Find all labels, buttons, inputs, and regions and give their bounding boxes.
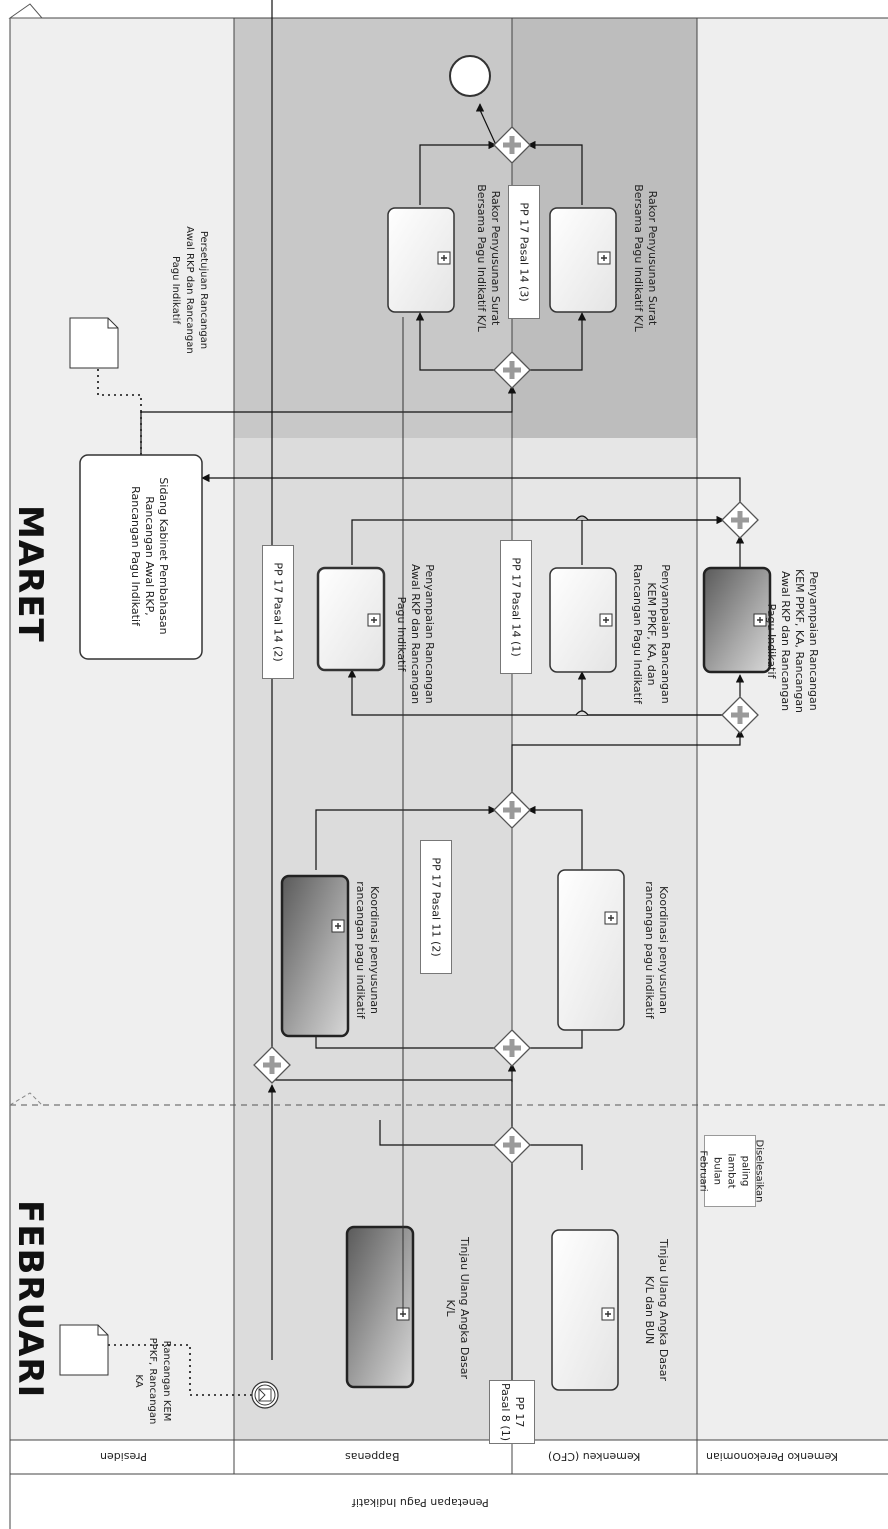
task-label-penyampaian-kemenko: Penyampaian Rancangan KEM PPKF, KA, Ranc… [765, 568, 820, 714]
task-penyampaian-bappenas[interactable] [316, 566, 386, 672]
data-object-persetujuan [69, 317, 119, 369]
task-label-koordinasi-bappenas: Koordinasi penyusunan rancangan pagu ind… [354, 881, 381, 1019]
task-label-rakor-kemenkeu: Rakor Penyusunan Surat Bersama Pagu Indi… [632, 184, 659, 332]
artifact-rancangan-label: Rancangan KEM PPKF, Rancangan KA [133, 1337, 172, 1425]
lane-kemenko-bg [697, 18, 888, 1440]
task-rakor-bappenas[interactable] [387, 207, 455, 313]
task-penyampaian-kemenko[interactable] [702, 566, 772, 674]
task-label-rakor-bappenas: Rakor Penyusunan Surat Bersama Pagu Indi… [475, 184, 502, 332]
artifact-persetujuan-label: Persetujuan Rancangan Awal RKP dan Ranca… [170, 226, 209, 354]
task-tinjau-kl-bun[interactable] [551, 1229, 619, 1391]
lane-label-kemenko: Kemenko Perekonomian [706, 1450, 839, 1463]
parallel-gateways [253, 126, 759, 1164]
data-object-rancangan [59, 1324, 109, 1376]
task-label-koordinasi-kemenkeu: Koordinasi penyusunan rancangan pagu ind… [643, 881, 670, 1019]
task-koordinasi-kemenkeu[interactable] [557, 869, 625, 1031]
task-rakor-kemenkeu[interactable] [549, 207, 617, 313]
note-pp17-pasal14-3: PP 17 Pasal 14 (3) [508, 185, 540, 319]
task-sidang-kabinet[interactable] [79, 454, 203, 660]
month-februari: FEBRUARI [10, 1200, 50, 1399]
task-label-penyampaian-kemenkeu: Penyampaian Rancangan KEM PPKF, KA, dan … [631, 564, 672, 704]
task-label-sidang-kabinet: Sidang Kabinet Pembahasan Rancangan Awal… [129, 477, 170, 635]
lane-label-bappenas: Bappenas [345, 1450, 400, 1463]
lane-label-presiden: Presiden [100, 1450, 147, 1463]
note-pp17-pasal11: PP 17 Pasal 11 (2) [420, 840, 452, 974]
end-event[interactable] [449, 55, 491, 97]
task-label-tinjau-kl-bun: Tinjau Ulang Angka Dasar K/L dan BUN [643, 1238, 670, 1382]
task-label-tinjau-kl: Tinjau Ulang Angka Dasar K/L [444, 1236, 471, 1380]
task-penyampaian-kemenkeu[interactable] [549, 567, 617, 673]
pool-label: Penetapan Pagu Indikatif [352, 1496, 489, 1509]
note-pp17-pasal8: PP 17 Pasal 8 (1) [489, 1380, 535, 1444]
lane-label-kemenkeu: Kemenkeu (CFO) [548, 1450, 641, 1463]
note-deadline: Diselesaikan paling lambat bulan Februar… [697, 1135, 764, 1207]
note-pp17-pasal14-1: PP 17 Pasal 14 (1) [500, 540, 532, 674]
month-maret: MARET [10, 505, 50, 643]
note-pp17-pasal14-2: PP 17 Pasal 14 (2) [262, 545, 294, 679]
task-tinjau-kl[interactable] [345, 317, 415, 1389]
lane-presiden-bg [10, 18, 234, 1440]
message-start-event[interactable] [251, 1381, 279, 1409]
task-koordinasi-bappenas[interactable] [280, 874, 350, 1038]
task-label-penyampaian-bappenas: Penyampaian Rancangan Awal RKP dan Ranca… [395, 563, 436, 705]
